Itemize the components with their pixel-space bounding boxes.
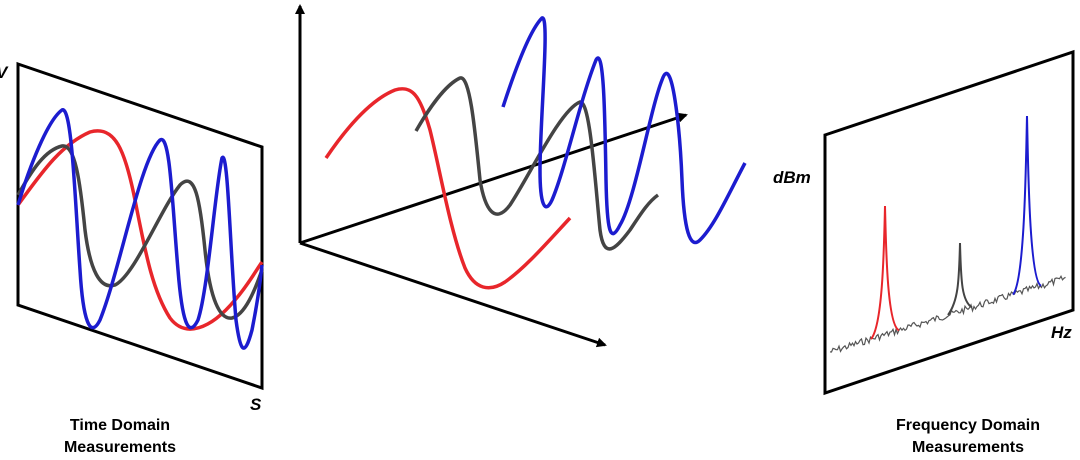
time-domain-panel: V S [0, 61, 264, 414]
gray-waveform [16, 144, 264, 320]
gray-waveform-3d [414, 76, 660, 251]
freq-y-label: dBm [773, 168, 811, 187]
red-waveform-3d [324, 87, 572, 290]
time-x-label: S [250, 395, 262, 414]
blue-waveform-3d [501, 16, 747, 245]
time-domain-caption: Time Domain Measurements [20, 415, 220, 459]
freq-caption-line1: Frequency Domain [895, 417, 1041, 434]
blue-waveform [16, 108, 264, 350]
freq-caption-line2: Measurements [911, 439, 1025, 456]
time-caption-line1: Time Domain [69, 417, 171, 434]
spectral-peak-red [870, 205, 900, 340]
freq-x-label: Hz [1051, 323, 1072, 342]
frequency-domain-panel: dBm Hz [773, 49, 1075, 396]
frequency-domain-frame [823, 49, 1075, 396]
noise-floor [829, 275, 1066, 353]
time-y-label: V [0, 63, 9, 82]
spectral-peak-gray [947, 242, 973, 316]
frequency-axis [299, 112, 688, 245]
spectral-peak-blue [1012, 115, 1042, 296]
time-caption-line2: Measurements [63, 439, 177, 456]
time-domain-frame [16, 61, 264, 391]
time-domain-waveforms [16, 108, 264, 350]
time-axis [299, 241, 607, 348]
frequency-domain-caption: Frequency Domain Measurements [863, 415, 1073, 459]
center-3d-view [295, 4, 747, 348]
center-waveforms [324, 16, 747, 290]
